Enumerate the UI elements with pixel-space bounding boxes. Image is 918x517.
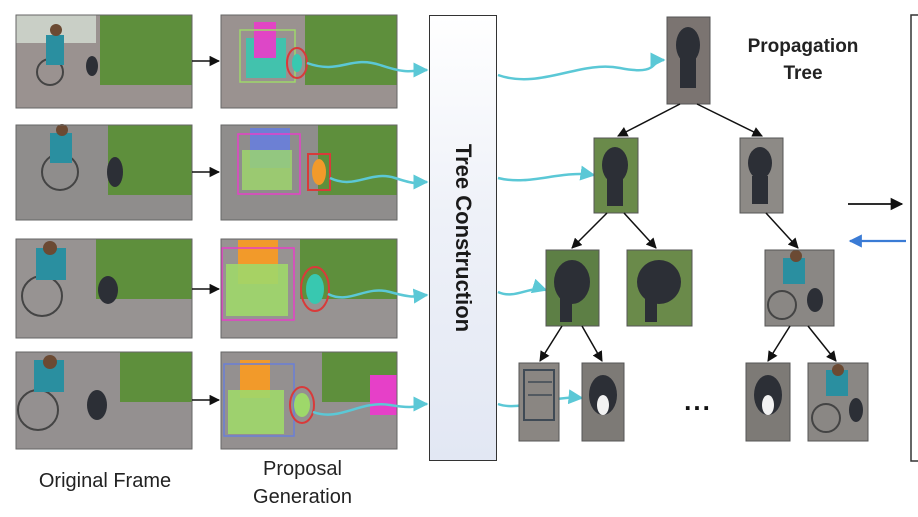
tree-node-l3-b xyxy=(581,362,625,442)
tree-node-l1-left xyxy=(593,137,639,214)
tree-node-l3-a xyxy=(518,362,560,442)
tree-node-l3-d xyxy=(807,362,869,442)
next-stage-box-edge xyxy=(910,14,918,462)
tree-node-l2-a xyxy=(545,249,600,327)
frame-to-proposal-arrows xyxy=(192,55,221,406)
original-frame-label: Original Frame xyxy=(38,470,172,492)
proposal-frame-1 xyxy=(220,14,398,109)
original-frame-2 xyxy=(15,124,193,221)
proposal-to-tree-arrows xyxy=(306,60,429,416)
original-frame-3 xyxy=(15,238,193,339)
tree-construction-block: Tree Construction xyxy=(429,15,497,461)
tree-construction-label: Tree Construction xyxy=(451,143,476,333)
proposal-generation-label-line2: Generation xyxy=(253,486,352,508)
proposal-frame-2 xyxy=(220,124,398,221)
proposal-generation-label-line1: Proposal xyxy=(263,458,342,480)
proposal-generation-label: Proposal Generation xyxy=(215,455,390,511)
proposal-frame-3 xyxy=(220,238,398,339)
construction-to-tree-arrows xyxy=(497,52,666,408)
proposal-frame-4 xyxy=(220,351,398,450)
propagation-tree-label-line1: Propagation xyxy=(747,36,859,57)
tree-edges xyxy=(539,103,837,362)
tree-node-root xyxy=(666,16,711,105)
propagation-tree-label-line2: Tree xyxy=(783,63,823,84)
original-frame-4 xyxy=(15,351,193,450)
tree-node-l2-c xyxy=(764,249,835,327)
tree-node-l3-c xyxy=(745,362,791,442)
tree-node-l1-right xyxy=(739,137,784,214)
original-frame-1 xyxy=(15,14,193,109)
ellipsis-more-nodes: ... xyxy=(684,386,712,416)
tree-node-l2-b xyxy=(626,249,693,327)
propagation-tree-label: Propagation Tree xyxy=(738,33,868,87)
